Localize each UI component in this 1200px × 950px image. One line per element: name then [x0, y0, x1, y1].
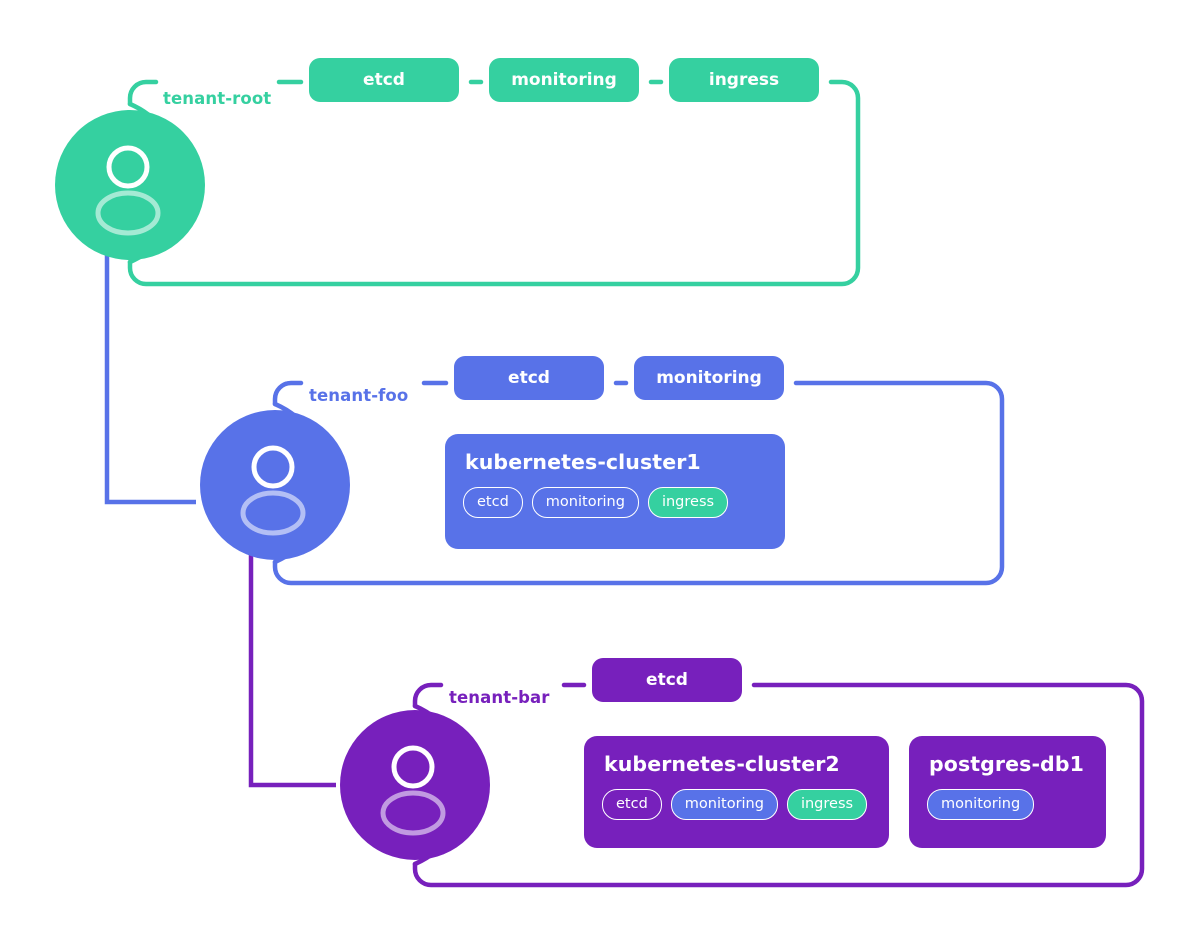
tenant-foo-tab-monitoring[interactable]: monitoring: [634, 356, 784, 400]
resource-card-kubernetes-cluster2[interactable]: kubernetes-cluster2 etcd monitoring ingr…: [584, 736, 889, 848]
tenant-root-label: tenant-root: [163, 89, 272, 108]
tenant-bar-tab-etcd[interactable]: etcd: [592, 658, 742, 702]
card-pill-row: etcd monitoring ingress: [463, 486, 767, 518]
tab-label: monitoring: [656, 368, 762, 388]
tenant-bar-avatar[interactable]: [340, 710, 490, 860]
pill-monitoring[interactable]: monitoring: [531, 486, 639, 518]
resource-card-postgres-db1[interactable]: postgres-db1 monitoring: [909, 736, 1106, 848]
tenant-bar-label: tenant-bar: [449, 688, 550, 707]
pill-ingress[interactable]: ingress: [786, 788, 868, 820]
tab-label: etcd: [363, 70, 405, 90]
card-title: kubernetes-cluster2: [604, 752, 840, 776]
tenant-foo-avatar[interactable]: [200, 410, 350, 560]
tenant-root-tab-ingress[interactable]: ingress: [669, 58, 819, 102]
connector-foo-to-bar: [248, 552, 336, 788]
tenant-foo-label: tenant-foo: [309, 386, 409, 405]
tenant-root-tab-etcd[interactable]: etcd: [309, 58, 459, 102]
pill-monitoring[interactable]: monitoring: [927, 788, 1035, 820]
tab-label: etcd: [646, 670, 688, 690]
user-avatar-icon: [200, 410, 350, 560]
tab-label: monitoring: [511, 70, 617, 90]
pill-ingress[interactable]: ingress: [647, 486, 729, 518]
card-title: postgres-db1: [929, 752, 1084, 776]
user-avatar-icon: [340, 710, 490, 860]
pill-monitoring[interactable]: monitoring: [670, 788, 778, 820]
pill-etcd[interactable]: etcd: [602, 788, 662, 820]
pill-etcd[interactable]: etcd: [463, 486, 523, 518]
card-title: kubernetes-cluster1: [465, 450, 701, 474]
card-pill-row: monitoring: [927, 788, 1088, 820]
tenant-root-avatar[interactable]: [55, 110, 205, 260]
resource-card-kubernetes-cluster1[interactable]: kubernetes-cluster1 etcd monitoring ingr…: [445, 434, 785, 549]
tab-label: ingress: [708, 70, 780, 90]
user-avatar-icon: [55, 110, 205, 260]
card-pill-row: etcd monitoring ingress: [602, 788, 871, 820]
connector-root-to-foo: [104, 252, 196, 505]
tab-label: etcd: [508, 368, 550, 388]
tenant-root-container: [127, 79, 861, 287]
tenant-foo-tab-etcd[interactable]: etcd: [454, 356, 604, 400]
tenant-root-tab-monitoring[interactable]: monitoring: [489, 58, 639, 102]
